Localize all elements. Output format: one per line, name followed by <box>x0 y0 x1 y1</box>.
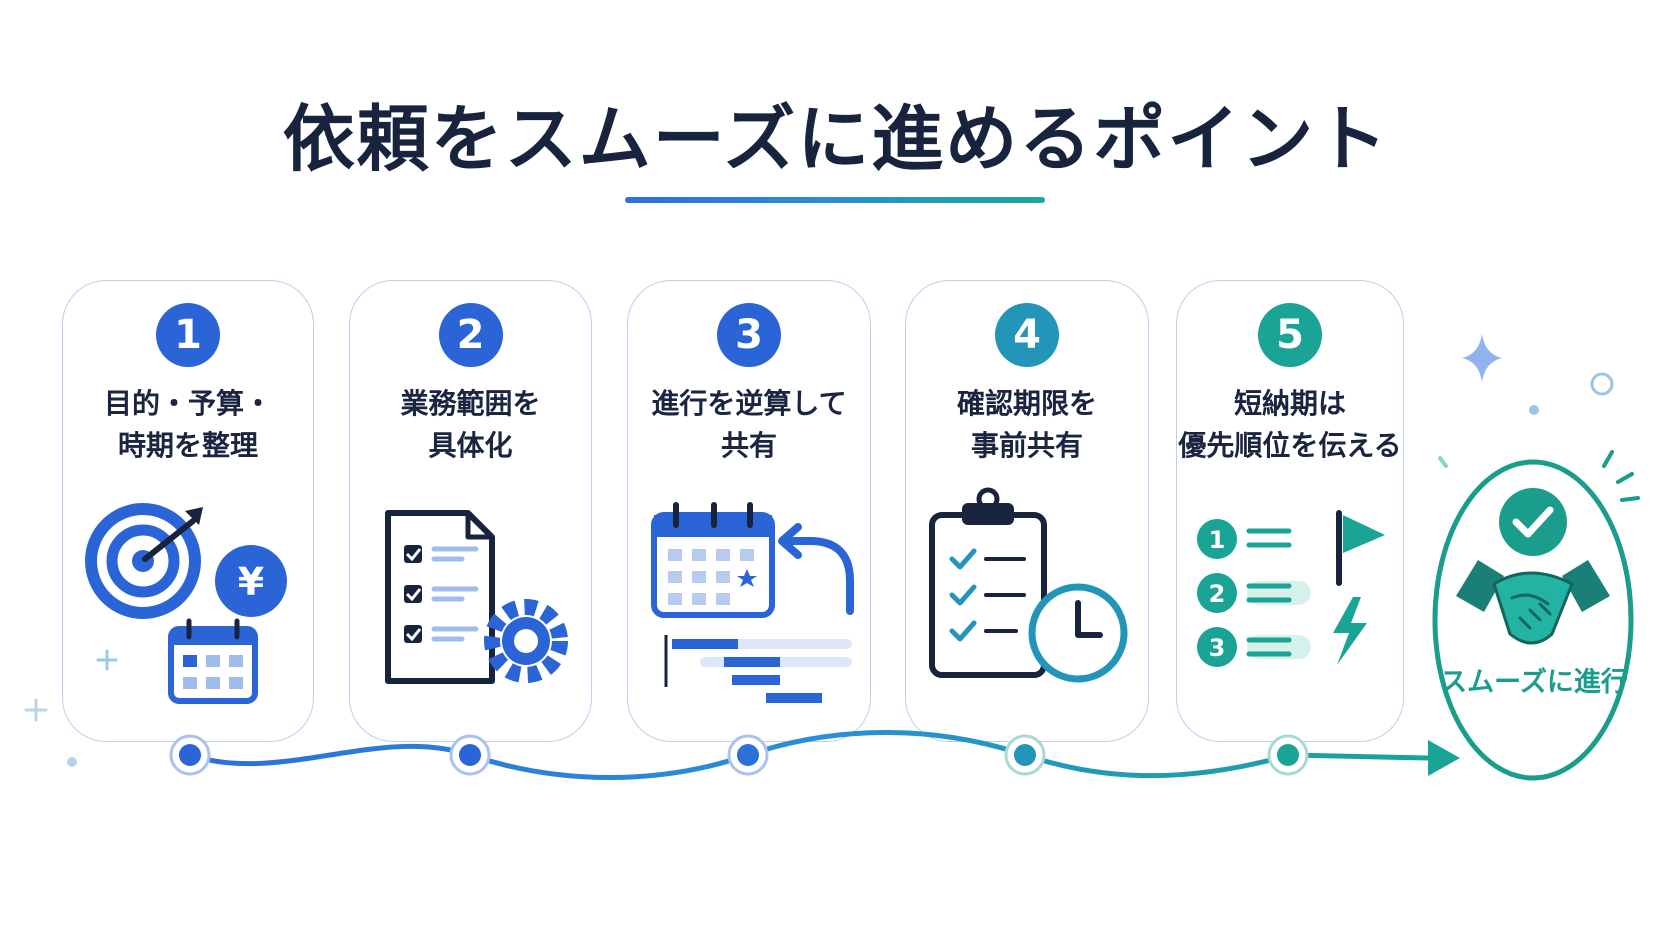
step-label-2-line-2: 具体化 <box>428 429 513 462</box>
decor-dot <box>67 757 77 767</box>
page-title: 依頼をスムーズに進めるポイント <box>282 97 1390 181</box>
step-number-badge-4: 4 <box>995 303 1059 367</box>
decor-dot <box>1529 405 1539 415</box>
step-label-5-line-2: 優先順位を伝える <box>1178 429 1402 462</box>
timeline-arrow-icon <box>1428 740 1460 776</box>
clipboard-clock-icon <box>929 487 1128 683</box>
handshake-icon <box>1456 560 1610 645</box>
step-label-5-line-1: 短納期は <box>1233 387 1346 420</box>
step-card-2: 2 業務範囲を 具体化 <box>349 280 592 742</box>
timeline-path <box>187 730 1431 780</box>
step-card-4: 4 確認期限を 事前共有 <box>905 280 1149 742</box>
step-label-3-line-2: 共有 <box>720 429 777 462</box>
step-label-4-line-2: 事前共有 <box>970 429 1083 462</box>
step-number-badge-2: 2 <box>438 303 503 367</box>
priority-flag-icon: 1 2 3 <box>1197 510 1385 667</box>
step-label-1-line-2: 時期を整理 <box>117 429 258 462</box>
step-number-badge-1: 1 <box>156 303 220 367</box>
timeline-node-5 <box>1267 734 1309 776</box>
timeline-node-3 <box>727 734 769 776</box>
step-label-3: 進行を逆算して 共有 <box>628 383 870 467</box>
step-label-1: 目的・予算・ 時期を整理 <box>63 383 313 467</box>
timeline-node-1 <box>169 734 211 776</box>
target-yen-calendar-icon: ¥ <box>85 503 287 704</box>
step-number-badge-3: 3 <box>717 303 781 367</box>
title-underline <box>625 197 1045 203</box>
step-card-3: 3 進行を逆算して 共有 <box>627 280 871 742</box>
svg-text:2: 2 <box>1209 580 1226 608</box>
check-circle-icon <box>1499 488 1567 556</box>
step-label-2: 業務範囲を 具体化 <box>350 383 591 467</box>
goal-badge <box>1432 459 1634 781</box>
svg-text:¥: ¥ <box>238 560 264 604</box>
timeline-node-2 <box>449 734 491 776</box>
svg-text:1: 1 <box>1209 526 1226 554</box>
goal-label: スムーズに進行 <box>1440 667 1628 698</box>
plus-decor-icon <box>24 649 118 722</box>
step-card-1: 1 目的・予算・ 時期を整理 ¥ <box>62 280 314 742</box>
step-number-badge-5: 5 <box>1258 303 1322 367</box>
step-label-4: 確認期限を 事前共有 <box>906 383 1148 467</box>
sparkle-icon <box>1462 334 1502 382</box>
step-label-1-line-1: 目的・予算・ <box>103 387 272 420</box>
timeline-node-4 <box>1004 734 1046 776</box>
checklist-gear-icon <box>385 510 568 684</box>
step-label-4-line-1: 確認期限を <box>956 387 1097 420</box>
burst-lines-icon <box>1438 450 1640 502</box>
step-card-5: 5 短納期は 優先順位を伝える 1 2 3 <box>1176 280 1404 742</box>
calendar-gantt-icon <box>651 502 854 703</box>
step-label-2-line-1: 業務範囲を <box>400 387 541 420</box>
step-label-3-line-1: 進行を逆算して <box>651 387 847 420</box>
step-label-5: 短納期は 優先順位を伝える <box>1177 383 1403 467</box>
decor-ring <box>1590 372 1614 396</box>
svg-text:3: 3 <box>1209 634 1226 662</box>
